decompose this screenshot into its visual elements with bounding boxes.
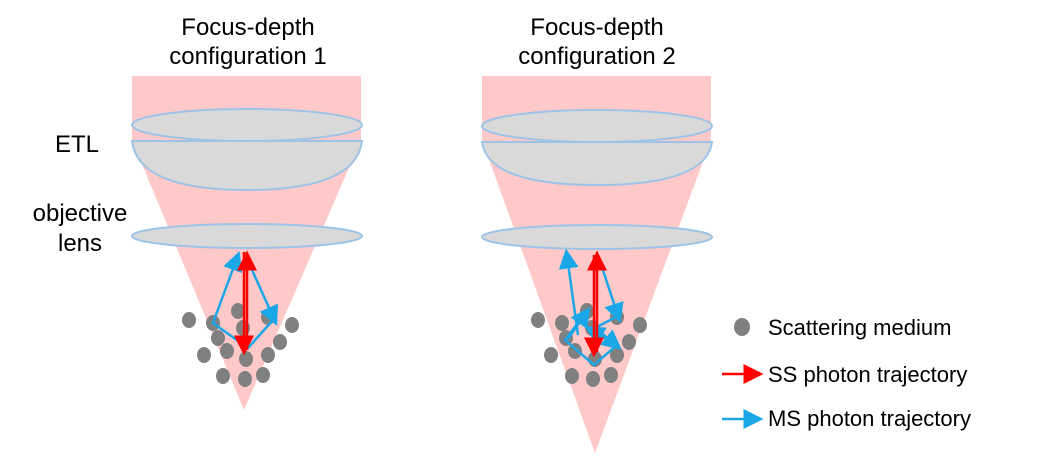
panel-1-title: Focus-depth configuration 1 <box>128 13 368 71</box>
objective-label-line2: lens <box>57 230 103 257</box>
particle <box>211 330 225 346</box>
panel-2-title: Focus-depth configuration 2 <box>477 13 717 71</box>
particle <box>622 334 636 350</box>
particle <box>544 347 558 363</box>
etl-top-lens-2 <box>481 109 713 143</box>
legend-scattering-label: Scattering medium <box>768 315 952 340</box>
ss-trajectory-1 <box>234 250 257 356</box>
particle <box>216 368 230 384</box>
legend-ms-label: MS photon trajectory <box>768 406 971 431</box>
etl-bottom-lens-1 <box>130 140 364 192</box>
panel-2-title-line2: configuration 2 <box>518 43 676 70</box>
particle <box>531 312 545 328</box>
particle <box>220 343 234 359</box>
ms-arrow <box>211 250 275 350</box>
objective-lens-2 <box>481 224 713 250</box>
ss-trajectory-2 <box>584 250 607 358</box>
particle <box>197 347 211 363</box>
particle <box>285 317 299 333</box>
particle <box>555 315 569 331</box>
ms-trajectory-2 <box>558 248 624 367</box>
etl-label: ETL <box>55 131 100 158</box>
etl-top-lens-1 <box>131 108 363 142</box>
particle <box>261 347 275 363</box>
panel-2 <box>480 76 714 453</box>
panel-1-title-line2: configuration 1 <box>169 43 327 70</box>
particle <box>604 367 618 383</box>
panel-1 <box>130 76 364 410</box>
objective-label-line1: objective <box>32 200 128 227</box>
panel-2-title-line1: Focus-depth <box>530 14 664 41</box>
particle <box>633 317 647 333</box>
panel-1-title-line1: Focus-depth <box>181 14 315 41</box>
ms-arrow <box>566 306 591 340</box>
particle <box>586 371 600 387</box>
legend-ss-label: SS photon trajectory <box>768 362 968 387</box>
particle <box>239 351 253 367</box>
particle <box>238 371 252 387</box>
objective-lens-label: objective lens <box>20 199 140 259</box>
particle <box>256 367 270 383</box>
particle <box>182 312 196 328</box>
particle <box>273 334 287 350</box>
legend-symbols <box>722 318 764 429</box>
particle <box>610 347 624 363</box>
particle <box>231 303 245 319</box>
legend-particle-icon <box>734 318 750 336</box>
etl-bottom-lens-2 <box>480 141 714 187</box>
particle <box>565 368 579 384</box>
objective-lens-1 <box>131 223 363 249</box>
ms-arrow <box>563 310 620 367</box>
